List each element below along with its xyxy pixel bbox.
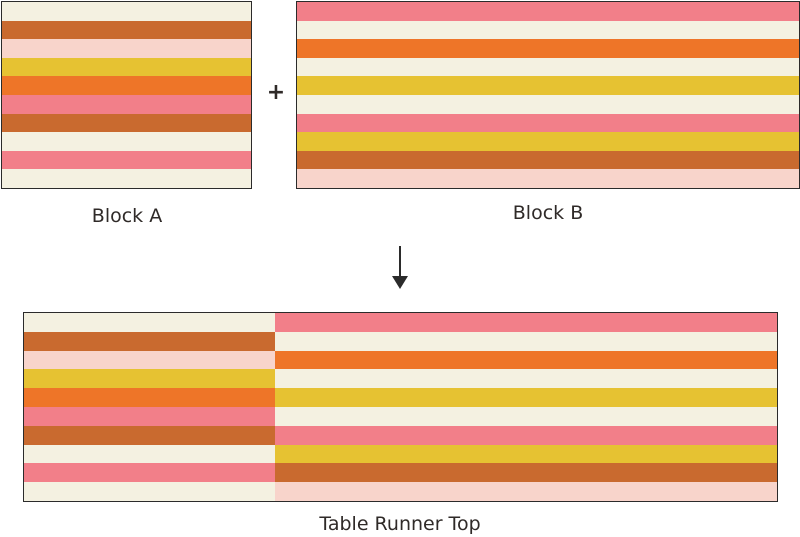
table-runner-label: Table Runner Top: [319, 513, 481, 535]
runner-b-stripe-2-cream: [275, 331, 777, 351]
block-a-stripe-5-orange: [2, 76, 251, 95]
block-a-label: Block A: [91, 205, 163, 227]
runner-a-stripe-2-rust: [24, 331, 275, 351]
runner-block-b-section: [275, 313, 777, 501]
runner-b-stripe-7-pink: [275, 425, 777, 445]
runner-a-stripe-6-pink: [24, 406, 275, 426]
block-b-stripe-10-blush: [297, 169, 799, 188]
block-a-stripe-9-pink: [2, 150, 251, 170]
runner-a-stripe-7-rust: [24, 425, 275, 445]
plus-icon: +: [266, 80, 286, 105]
block-a-stripe-3-blush: [2, 39, 251, 58]
block-a-stripe-2-rust: [2, 20, 251, 40]
block-b-stripe-6-cream: [297, 94, 799, 114]
runner-b-stripe-9-rust: [275, 463, 777, 483]
runner-b-stripe-8-mustard: [275, 444, 777, 464]
block-b-stripe-9-rust: [297, 150, 799, 170]
block-a-stripe-10-cream: [2, 169, 251, 188]
block-b-stripe-1-pink: [297, 2, 799, 21]
runner-a-stripe-10-cream: [24, 482, 275, 501]
runner-b-stripe-6-cream: [275, 406, 777, 426]
runner-b-stripe-10-blush: [275, 482, 777, 501]
runner-a-stripe-5-orange: [24, 388, 275, 407]
runner-b-stripe-3-orange: [275, 350, 777, 370]
runner-a-stripe-9-pink: [24, 463, 275, 483]
block-a-stripe-1-cream: [2, 2, 251, 21]
runner-a-stripe-1-cream: [24, 313, 275, 332]
block-b-stripe-5-mustard: [297, 76, 799, 95]
block-b-label: Block B: [512, 202, 584, 224]
runner-a-stripe-4-mustard: [24, 369, 275, 389]
block-b-swatch: [296, 1, 800, 189]
block-b-stripe-2-cream: [297, 20, 799, 40]
runner-block-a-section: [24, 313, 275, 501]
runner-b-stripe-1-pink: [275, 313, 777, 332]
runner-a-stripe-8-cream: [24, 444, 275, 464]
block-b-stripe-4-cream: [297, 57, 799, 77]
down-arrow-icon: [392, 246, 408, 289]
block-b-stripe-7-pink: [297, 113, 799, 133]
block-b-stripe-3-orange: [297, 39, 799, 58]
runner-b-stripe-4-cream: [275, 369, 777, 389]
block-a-stripe-7-rust: [2, 113, 251, 133]
block-b-stripe-8-mustard: [297, 132, 799, 151]
block-a-stripe-8-cream: [2, 132, 251, 151]
table-runner-top: [23, 312, 778, 502]
block-a-swatch: [1, 1, 252, 189]
block-a-stripe-6-pink: [2, 94, 251, 114]
runner-a-stripe-3-blush: [24, 350, 275, 370]
runner-b-stripe-5-mustard: [275, 388, 777, 407]
block-a-stripe-4-mustard: [2, 57, 251, 77]
